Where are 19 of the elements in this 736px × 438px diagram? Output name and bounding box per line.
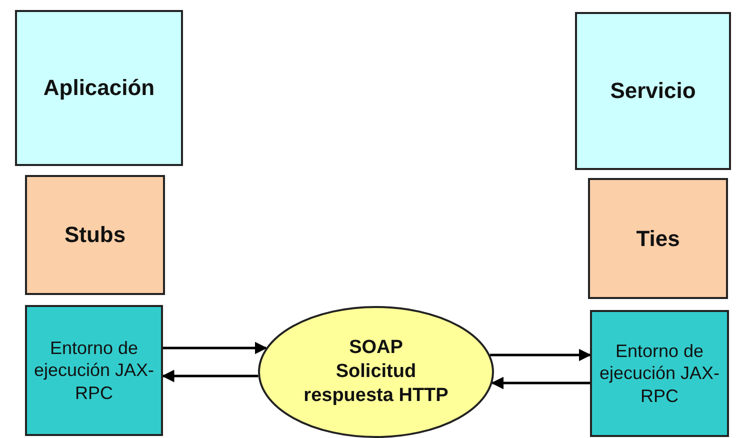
box-label: Stubs: [64, 221, 126, 249]
arrow: [162, 370, 258, 382]
arrow: [491, 376, 590, 390]
box-label: Entorno de ejecución JAX-RPC: [598, 340, 721, 408]
runtime-box: [590, 310, 729, 437]
ties-box: [588, 178, 728, 299]
service-box: [575, 12, 731, 170]
box-label: Aplicación: [43, 74, 155, 102]
box-label: Servicio: [610, 77, 696, 105]
protocol-label: SOAP: [348, 336, 404, 360]
arrow: [490, 348, 592, 362]
application-box: [15, 10, 183, 166]
arrow: [163, 342, 268, 354]
message-label: Solicitud respuesta HTTP: [302, 360, 450, 408]
box-label: Entorno de ejecución JAX-RPC: [32, 336, 156, 404]
runtime-box: [25, 305, 163, 436]
soap-ellipse: [258, 306, 494, 438]
stubs-box: [25, 175, 165, 295]
box-label: Ties: [636, 224, 680, 252]
